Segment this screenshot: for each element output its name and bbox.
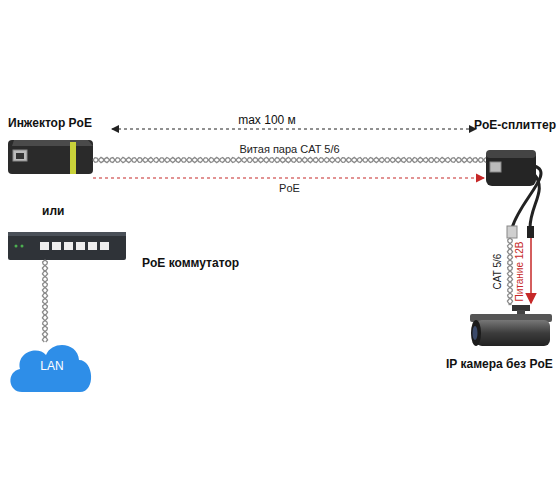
- injector-node: Инжектор PoE: [8, 140, 93, 174]
- connector-stroke: [93, 177, 484, 178]
- dimension-line: [112, 129, 476, 130]
- plain-label: или: [42, 204, 64, 218]
- edge-label: CAT 5/6: [491, 254, 504, 290]
- cable-connector: [42, 260, 47, 342]
- connector-stroke: [507, 238, 512, 305]
- splitter-device: [486, 150, 541, 238]
- connector-stroke: [93, 157, 486, 162]
- cable-connector: [93, 157, 486, 162]
- switch-node: PoE коммутатор: [8, 232, 126, 260]
- node-text: PoE коммутатор: [142, 256, 239, 270]
- cable-connector: [531, 238, 532, 303]
- connector-stroke: [530, 238, 532, 303]
- connector-stroke: [93, 157, 486, 162]
- connector-stroke: [42, 260, 47, 342]
- switch-device: [8, 232, 126, 260]
- cable-connector: [93, 178, 484, 179]
- injector-device: [8, 140, 93, 174]
- node-text: LAN: [40, 359, 63, 373]
- edge-label: Витая пара CAT 5/6: [239, 143, 339, 156]
- node-text: PoE-сплиттер: [474, 118, 556, 132]
- connector-stroke: [507, 238, 512, 305]
- edge-label: Питание 12В: [512, 241, 525, 301]
- connector-stroke: [42, 260, 47, 342]
- cable-connector: [507, 238, 512, 305]
- lan-cloud: [10, 345, 91, 392]
- edge-label: PoE: [279, 182, 300, 195]
- ip-camera: [470, 305, 552, 346]
- splitter-node: PoE-сплиттер: [486, 150, 542, 238]
- camera-node: IP камера без PoE: [468, 305, 556, 350]
- plain-label: max 100 м: [235, 113, 299, 127]
- node-text: Инжектор PoE: [8, 116, 92, 130]
- cloud-node: LAN: [8, 342, 96, 392]
- node-text: IP камера без PoE: [446, 357, 553, 371]
